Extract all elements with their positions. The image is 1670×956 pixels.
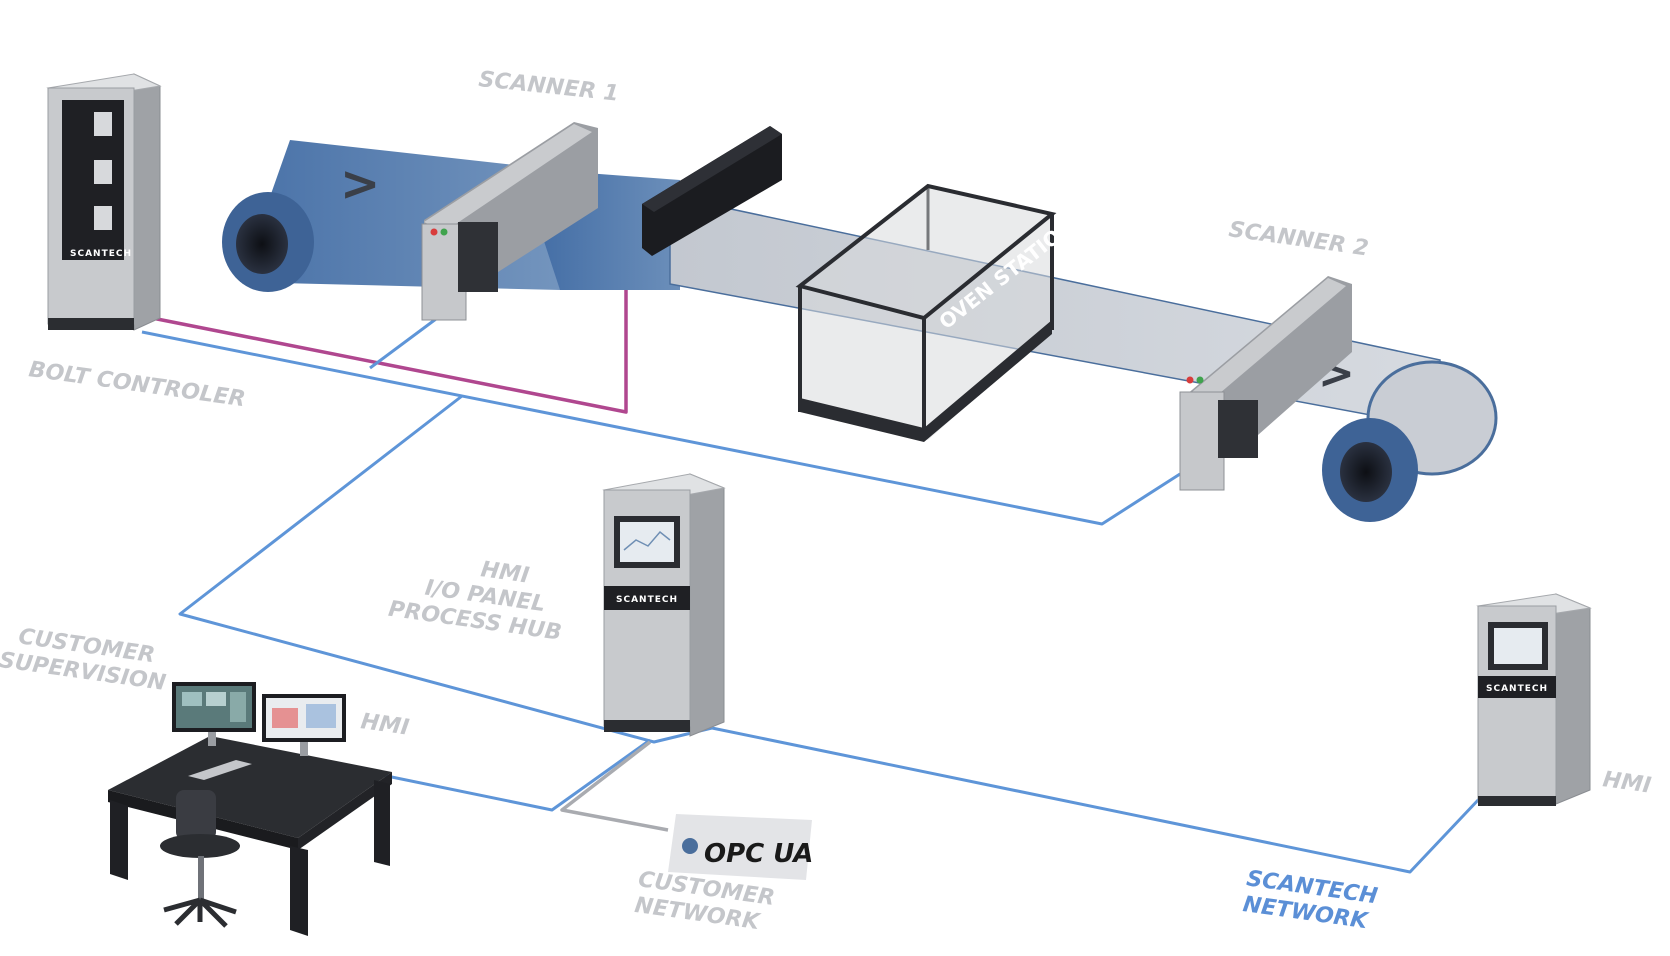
status-light-icon xyxy=(1186,376,1194,384)
customer-network-cable xyxy=(560,740,669,832)
central-hmi-cabinet: SCANTECH xyxy=(602,473,726,737)
scanner-1-label: SCANNER 1 xyxy=(477,67,620,107)
scantech-network-cable-right xyxy=(711,726,1482,874)
brand-logo: SCANTECH xyxy=(616,595,678,605)
supervision-monitor-right xyxy=(262,694,346,756)
scantech-network-cable-scanner1 xyxy=(369,314,441,370)
sensor-bar xyxy=(642,126,782,256)
central-hmi-label: HMI I/O PANEL PROCESS HUB xyxy=(387,557,563,646)
office-chair xyxy=(160,790,240,928)
bolt-controller-label: BOLT CONTROLER xyxy=(27,357,247,412)
opc-ua-icon xyxy=(682,838,698,854)
rewind-roll xyxy=(1322,360,1498,522)
brand-logo: SCANTECH xyxy=(1486,684,1548,694)
scanner-1 xyxy=(421,122,598,321)
scanner-2-label: SCANNER 2 xyxy=(1227,217,1370,261)
supervision-monitor-left xyxy=(172,682,256,746)
supervision-desk xyxy=(108,682,392,936)
scantech-network-label: SCANTECH NETWORK xyxy=(1241,866,1379,934)
desk-hmi-label: HMI xyxy=(359,709,411,741)
opc-ua-label: OPC UA xyxy=(704,839,813,869)
status-light-icon xyxy=(430,228,438,236)
brand-logo: SCANTECH xyxy=(70,249,132,259)
bolt-controller-cabinet: SCANTECH xyxy=(46,73,162,331)
scanner-2 xyxy=(1179,276,1352,491)
opc-ua-badge: OPC UA xyxy=(668,814,813,880)
scantech-network-cable-desk xyxy=(347,738,651,812)
customer-network-label: CUSTOMER NETWORK xyxy=(633,867,776,935)
status-light-icon xyxy=(440,228,448,236)
scantech-network-cable-loop xyxy=(178,394,713,744)
status-light-icon xyxy=(1196,376,1204,384)
right-hmi-cabinet: SCANTECH xyxy=(1476,593,1592,806)
right-hmi-label: HMI xyxy=(1601,767,1653,799)
customer-supervision-label: CUSTOMER SUPERVISION xyxy=(0,624,167,696)
oven-station: OVEN STATION xyxy=(795,183,1079,442)
direction-arrow-icon: > xyxy=(340,156,380,212)
